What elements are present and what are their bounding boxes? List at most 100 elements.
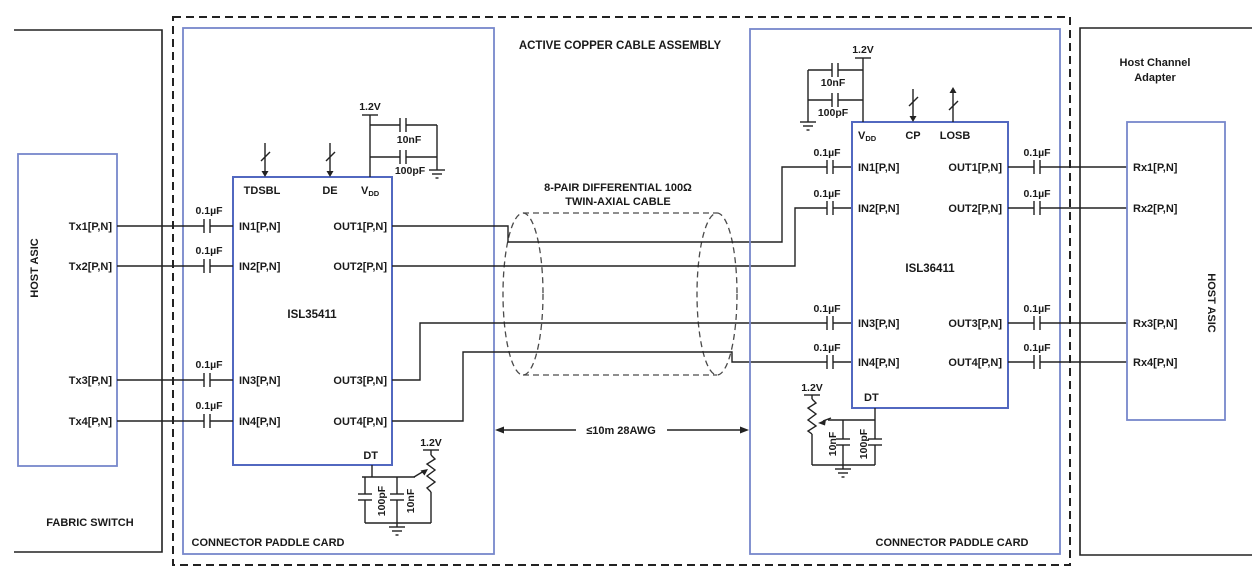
wire-rx1 [1008, 160, 1127, 174]
cap-value-coupling: 0.1µF [1023, 188, 1051, 200]
cap-value-10nf: 10nF [821, 77, 846, 89]
cap-value-coupling: 0.1µF [813, 342, 841, 354]
host-asic-left-label: HOST ASIC [29, 238, 41, 298]
port-label-tx3: Tx3[P,N] [69, 375, 113, 387]
chip-isl35411-name: ISL35411 [287, 309, 337, 321]
host-asic-right-label: HOST ASIC [1205, 273, 1217, 333]
cable-end-right [696, 212, 738, 376]
vdd-decoupling-right [800, 57, 871, 131]
wire-channel3 [392, 316, 852, 381]
ground-icon [429, 169, 445, 179]
cap-value-coupling: 0.1µF [195, 245, 223, 257]
cp-input-arrow-icon [908, 89, 919, 122]
left-paddle-card-label: CONNECTOR PADDLE CARD [192, 537, 345, 549]
dt-network-left [358, 449, 439, 536]
wire-tx1 [117, 219, 233, 233]
wire-tx3 [117, 373, 233, 387]
wire-rx4 [1008, 355, 1127, 369]
port-label-rx1: Rx1[P,N] [1133, 162, 1178, 174]
pin-label-dt-left: DT [363, 450, 378, 462]
cap-value-10nf: 10nF [397, 134, 422, 146]
right-paddle-card-box [749, 28, 1061, 555]
cap-value-coupling: 0.1µF [1023, 303, 1051, 315]
host-channel-adapter-label-line2: Adapter [1134, 72, 1176, 84]
port-label-rx2: Rx2[P,N] [1133, 203, 1178, 215]
pin-label-tdsbl: TDSBL [244, 185, 281, 197]
tx-wires [117, 219, 233, 428]
cable-end-left [502, 212, 544, 376]
vdd-sub: DD [368, 189, 379, 198]
assembly-boundary: ACTIVE COPPER CABLE ASSEMBLY [172, 16, 1071, 566]
pin-label-dt-right: DT [864, 392, 879, 404]
cap-value-100pf: 100pF [395, 165, 426, 177]
twin-axial-cable: 8-PAIR DIFFERENTIAL 100Ω TWIN-AXIAL CABL… [502, 182, 738, 376]
left-paddle-card: CONNECTOR PADDLE CARD ISL35411 TDSBL DE … [182, 27, 495, 555]
pin-label-out1-l: OUT1[P,N] [333, 221, 387, 233]
host-channel-adapter-label-line1: Host Channel [1120, 57, 1191, 69]
rx-wires [1008, 160, 1127, 369]
pin-label-out2-l: OUT2[P,N] [333, 261, 387, 273]
supply-label: 1.2V [801, 382, 823, 394]
cable-wires [392, 160, 852, 422]
cap-value-coupling: 0.1µF [1023, 147, 1051, 159]
pin-label-cp: CP [905, 130, 920, 142]
de-input-arrow-icon [325, 143, 336, 177]
pin-label-in2-r: IN2[P,N] [858, 203, 900, 215]
vdd-base: V [361, 185, 369, 197]
cap-value-coupling: 0.1µF [195, 205, 223, 217]
pin-label-in2-l: IN2[P,N] [239, 261, 281, 273]
resistor-icon [425, 454, 437, 493]
tdsbl-input-arrow-icon [260, 143, 271, 177]
right-paddle-card-label: CONNECTOR PADDLE CARD [876, 537, 1029, 549]
cap-value-10nf: 10nF [405, 488, 417, 513]
wire-channel1 [392, 160, 852, 243]
cap-value-coupling: 0.1µF [195, 400, 223, 412]
wiper-arrow-icon [413, 469, 428, 478]
ground-icon [800, 121, 816, 131]
fabric-switch-box: HOST ASIC FABRIC SWITCH Tx1[P,N] Tx2[P,N… [14, 29, 163, 553]
cable-label-line1: 8-PAIR DIFFERENTIAL 100Ω [544, 182, 692, 194]
resistor-icon [806, 398, 818, 435]
cap-value-100pf: 100pF [376, 485, 388, 516]
chip-isl36411-name: ISL36411 [905, 263, 955, 275]
ground-icon [835, 468, 851, 478]
vdd-decoupling-left [362, 114, 445, 179]
cable-length-dimension: ≤10m 28AWG [495, 425, 749, 437]
pin-label-losb: LOSB [940, 130, 971, 142]
pin-label-out3-l: OUT3[P,N] [333, 375, 387, 387]
pin-label-in1-r: IN1[P,N] [858, 162, 900, 174]
fabric-switch-label: FABRIC SWITCH [46, 517, 133, 529]
cap-value-coupling: 0.1µF [1023, 342, 1051, 354]
port-label-tx1: Tx1[P,N] [69, 221, 113, 233]
cap-value-10nf: 10nF [827, 431, 839, 456]
pin-label-vdd-right: VDD [858, 130, 877, 143]
wire-tx2 [117, 259, 233, 273]
pin-label-in4-l: IN4[P,N] [239, 416, 281, 428]
wiper-arrow-icon [818, 417, 832, 426]
cap-value-100pf: 100pF [818, 107, 849, 119]
cap-value-coupling: 0.1µF [813, 188, 841, 200]
pin-label-out4-l: OUT4[P,N] [333, 416, 387, 428]
pin-label-in1-l: IN1[P,N] [239, 221, 281, 233]
supply-label: 1.2V [359, 101, 381, 113]
host-channel-adapter-box: Host Channel Adapter HOST ASIC Rx1[P,N] … [1079, 27, 1252, 556]
wire-channel4 [392, 351, 852, 422]
pin-label-de: DE [322, 185, 337, 197]
cap-value-100pf: 100pF [858, 428, 870, 459]
cap-value-coupling: 0.1µF [813, 147, 841, 159]
port-label-rx4: Rx4[P,N] [1133, 357, 1178, 369]
cable-length-label: ≤10m 28AWG [586, 425, 656, 437]
cap-value-coupling: 0.1µF [195, 359, 223, 371]
cable-label-line2: TWIN-AXIAL CABLE [565, 196, 671, 208]
assembly-title: ACTIVE COPPER CABLE ASSEMBLY [519, 40, 722, 52]
supply-label: 1.2V [852, 44, 874, 56]
pin-label-out2-r: OUT2[P,N] [948, 203, 1002, 215]
vdd-sub: DD [865, 134, 876, 143]
wire-rx2 [1008, 201, 1127, 215]
wire-channel2 [392, 201, 852, 267]
left-paddle-card-box [182, 27, 495, 555]
pin-label-in4-r: IN4[P,N] [858, 357, 900, 369]
pin-label-in3-r: IN3[P,N] [858, 318, 900, 330]
vdd-base: V [858, 130, 866, 142]
